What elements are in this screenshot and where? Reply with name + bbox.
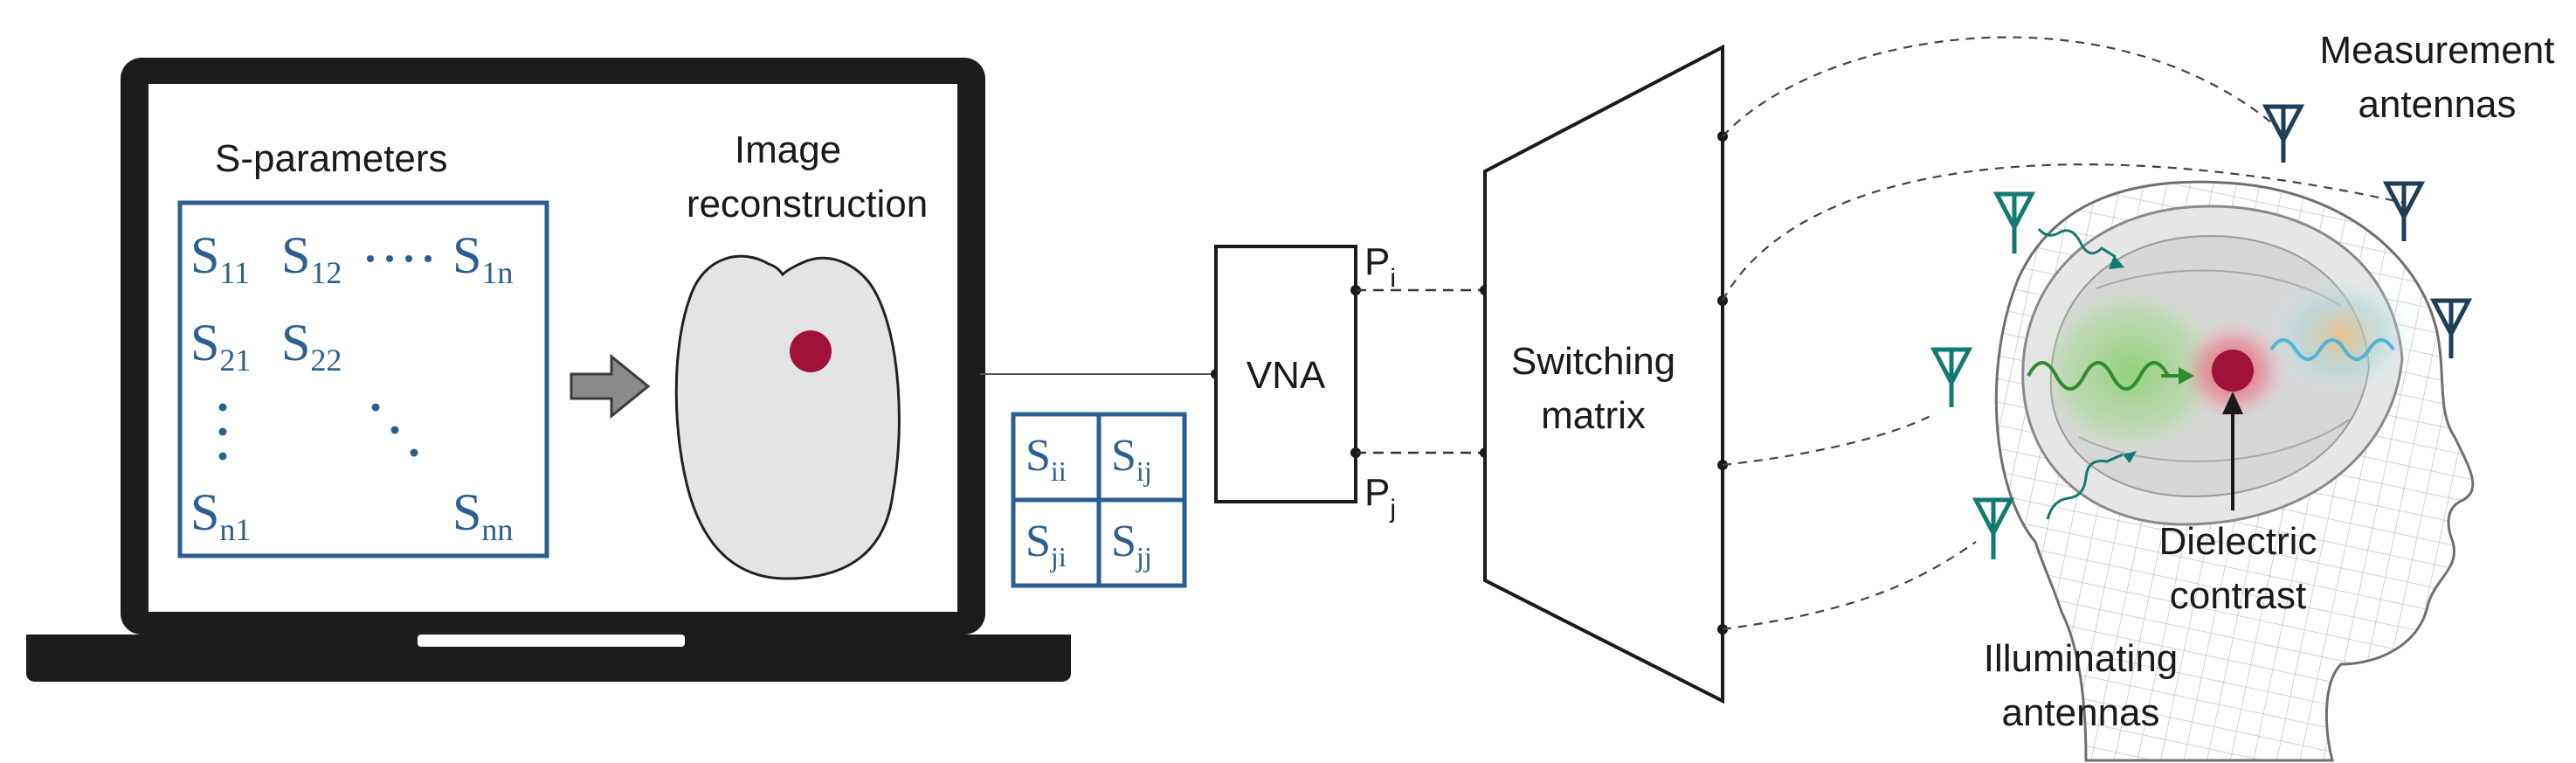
measurement-antenna-icon	[2382, 181, 2426, 241]
reconstruction-panel: Image reconstruction	[674, 128, 928, 580]
contrast-label-line2: contrast	[2170, 574, 2307, 617]
row-ellipsis	[367, 255, 432, 262]
illuminating-antenna-icon	[1930, 347, 1973, 407]
wave-arrow-top	[2037, 227, 2117, 259]
sparams-title: S-parameters	[215, 137, 448, 180]
laptop-base	[26, 635, 1071, 682]
dielectric-target	[2212, 350, 2254, 392]
vna-label: VNA	[1247, 354, 1326, 397]
column-ellipsis	[218, 403, 227, 461]
reconstructed-target	[790, 330, 832, 372]
illuminating-antenna-icon	[1972, 497, 2015, 559]
port-j-label: Pj	[1364, 471, 1396, 524]
s1n-entry: S1n	[452, 226, 513, 290]
s11-entry: S11	[190, 226, 250, 290]
scattered-glow	[2266, 274, 2416, 397]
sparams-matrix-frame	[177, 200, 549, 558]
green-wave	[2027, 361, 2170, 391]
wave-arrow-bottom	[2046, 453, 2124, 520]
blue-wave	[2269, 338, 2395, 361]
sij-entry: Sij	[1111, 431, 1152, 487]
vna-box: VNA Pi Pj	[1214, 240, 1396, 524]
snn-entry: Snn	[452, 483, 513, 547]
s22-entry: S22	[281, 314, 342, 378]
sn1-entry: Sn1	[190, 483, 251, 547]
diagonal-ellipsis	[371, 403, 418, 457]
head-model	[1994, 180, 2475, 762]
process-arrow-icon	[570, 353, 651, 420]
illuminating-antenna-icon	[1992, 191, 2036, 253]
s21-entry: S21	[190, 314, 251, 378]
sii-entry: Sii	[1026, 431, 1067, 487]
switching-matrix: Switching matrix	[1483, 44, 1728, 704]
switching-label-line1: Switching	[1511, 340, 1675, 383]
brain-outline	[674, 254, 901, 580]
sjj-entry: Sjj	[1111, 517, 1152, 572]
sparameter-panel: S-parameters S11 S12 S1n S21 S22 Sn1 Snn	[177, 137, 549, 558]
switching-label-line2: matrix	[1541, 394, 1646, 437]
port-i-label: Pi	[1364, 240, 1396, 293]
recon-title-line2: reconstruction	[687, 183, 928, 225]
s12-entry: S12	[281, 226, 342, 290]
laptop-trackpad-notch	[418, 635, 685, 647]
measurement-label-line2: antennas	[2358, 83, 2516, 126]
antenna-cables	[1722, 36, 2405, 631]
recon-title-line1: Image	[735, 128, 841, 171]
sji-entry: Sji	[1026, 517, 1067, 572]
measurement-antenna-icon	[2262, 104, 2305, 163]
measurement-label-line1: Measurement	[2319, 29, 2554, 72]
illuminating-label-line1: Illuminating	[1984, 637, 2179, 680]
two-port-smatrix: Sii Sij Sji Sjj	[1011, 412, 1187, 588]
contrast-label-line1: Dielectric	[2159, 520, 2317, 563]
illumination-glow-green	[2037, 287, 2226, 454]
measurement-antenna-icon	[2429, 298, 2473, 358]
illuminating-label-line2: antennas	[2001, 691, 2159, 734]
